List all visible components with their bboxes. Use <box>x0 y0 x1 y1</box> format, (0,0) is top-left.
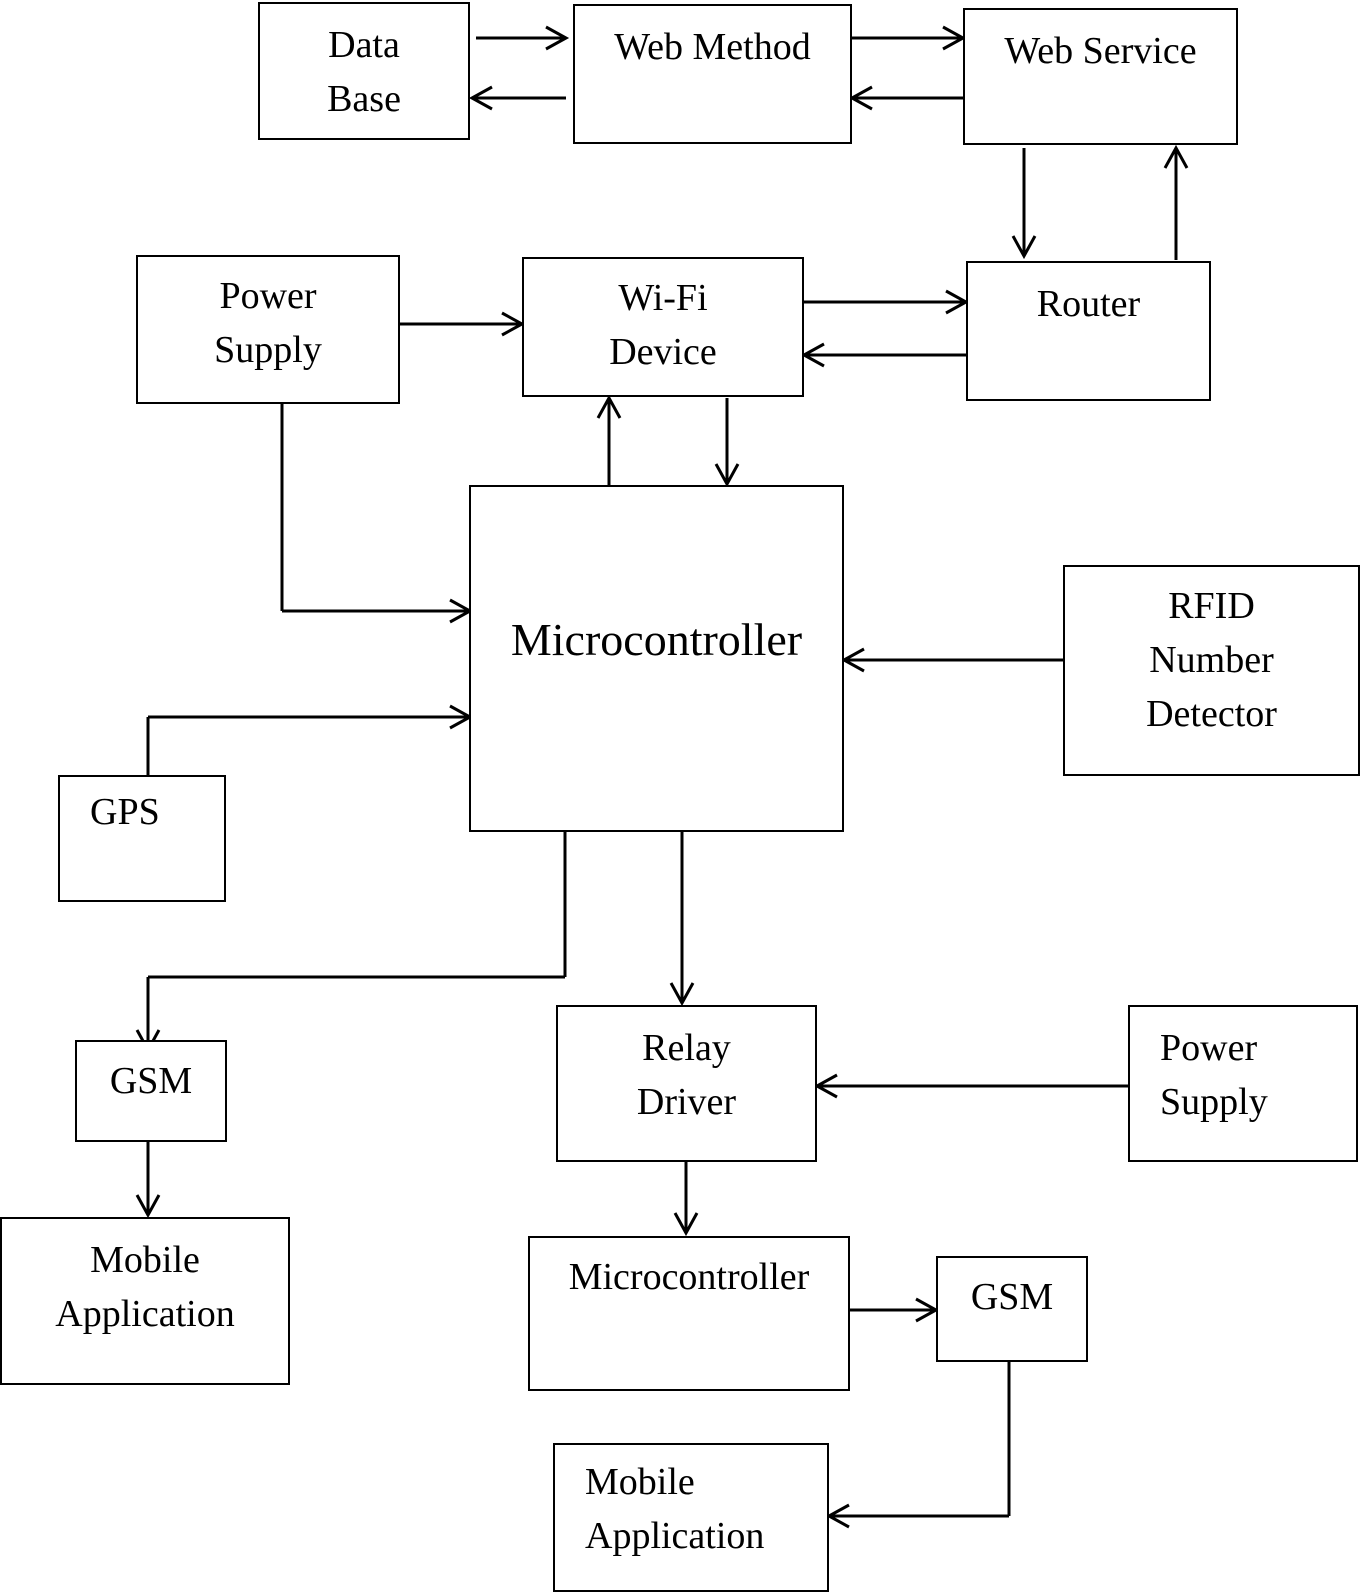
rfid-detector-box: RFID Number Detector <box>1063 565 1360 776</box>
relay-driver-label: Relay Driver <box>558 1021 815 1129</box>
arrowhead <box>1011 235 1037 260</box>
arrowhead <box>813 1073 838 1099</box>
database-line-1: Data <box>328 24 400 66</box>
microcontroller-second-label: Microcontroller <box>568 1256 810 1298</box>
power-supply-top-box: Power Supply <box>136 255 400 404</box>
router-label: Router <box>1036 283 1141 325</box>
web-service-box: Web Service <box>963 8 1238 145</box>
arrowhead <box>596 394 622 419</box>
mobile-app-right-label: Mobile Application <box>585 1455 764 1563</box>
relay-driver-box: Relay Driver <box>556 1005 817 1162</box>
microcontroller-second-box: Microcontroller <box>528 1236 850 1391</box>
power-supply-bottom-box: Power Supply <box>1128 1005 1358 1162</box>
mobile-app-right-line-2: Application <box>585 1515 765 1557</box>
arrowhead <box>545 25 570 51</box>
arrowhead <box>800 342 825 368</box>
arrowhead <box>825 1503 850 1529</box>
power-supply-top-line-2: Supply <box>214 329 322 371</box>
microcontroller-main-label: Microcontroller <box>510 614 803 665</box>
rfid-line-3: Detector <box>1146 693 1277 735</box>
wifi-device-box: Wi-Fi Device <box>522 257 804 397</box>
relay-driver-line-1: Relay <box>642 1027 731 1069</box>
power-supply-bottom-line-2: Supply <box>1160 1081 1268 1123</box>
relay-driver-line-2: Driver <box>636 1081 737 1123</box>
database-line-2: Base <box>327 78 401 120</box>
rfid-line-2: Number <box>1149 639 1274 681</box>
arrowhead <box>673 1212 699 1237</box>
wifi-device-line-1: Wi-Fi <box>618 277 708 319</box>
router-box: Router <box>966 261 1211 401</box>
arrowhead <box>1163 144 1189 169</box>
gps-box: GPS <box>58 775 226 902</box>
rfid-detector-label: RFID Number Detector <box>1065 579 1358 741</box>
gsm-left-box: GSM <box>75 1040 227 1142</box>
arrowhead <box>840 647 865 673</box>
gsm-right-box: GSM <box>936 1256 1088 1362</box>
gsm-right-label: GSM <box>970 1276 1054 1318</box>
web-service-label: Web Service <box>1004 30 1197 72</box>
database-box: Data Base <box>258 2 470 140</box>
arrowhead <box>669 982 695 1007</box>
gsm-left-label: GSM <box>109 1060 193 1102</box>
mobile-app-left-label: Mobile Application <box>2 1233 288 1341</box>
power-supply-bottom-label: Power Supply <box>1160 1021 1268 1129</box>
mobile-app-left-box: Mobile Application <box>0 1217 290 1385</box>
web-method-label: Web Method <box>614 26 811 68</box>
web-method-box: Web Method <box>573 4 852 144</box>
database-label: Data Base <box>260 18 468 126</box>
mobile-app-right-line-1: Mobile <box>585 1461 695 1503</box>
mobile-app-left-line-2: Application <box>55 1293 235 1335</box>
mobile-app-right-box: Mobile Application <box>553 1443 829 1592</box>
power-supply-top-label: Power Supply <box>138 269 398 377</box>
gps-label: GPS <box>90 791 160 833</box>
arrowhead <box>135 1194 161 1219</box>
microcontroller-main-box: Microcontroller <box>469 485 844 832</box>
wifi-device-label: Wi-Fi Device <box>524 271 802 379</box>
arrowhead <box>848 85 873 111</box>
wifi-device-line-2: Device <box>609 331 717 373</box>
mobile-app-left-line-1: Mobile <box>90 1239 200 1281</box>
arrowhead <box>714 463 740 488</box>
power-supply-bottom-line-1: Power <box>1160 1027 1258 1069</box>
rfid-line-1: RFID <box>1168 585 1255 627</box>
arrowhead <box>468 85 493 111</box>
power-supply-top-line-1: Power <box>219 275 317 317</box>
